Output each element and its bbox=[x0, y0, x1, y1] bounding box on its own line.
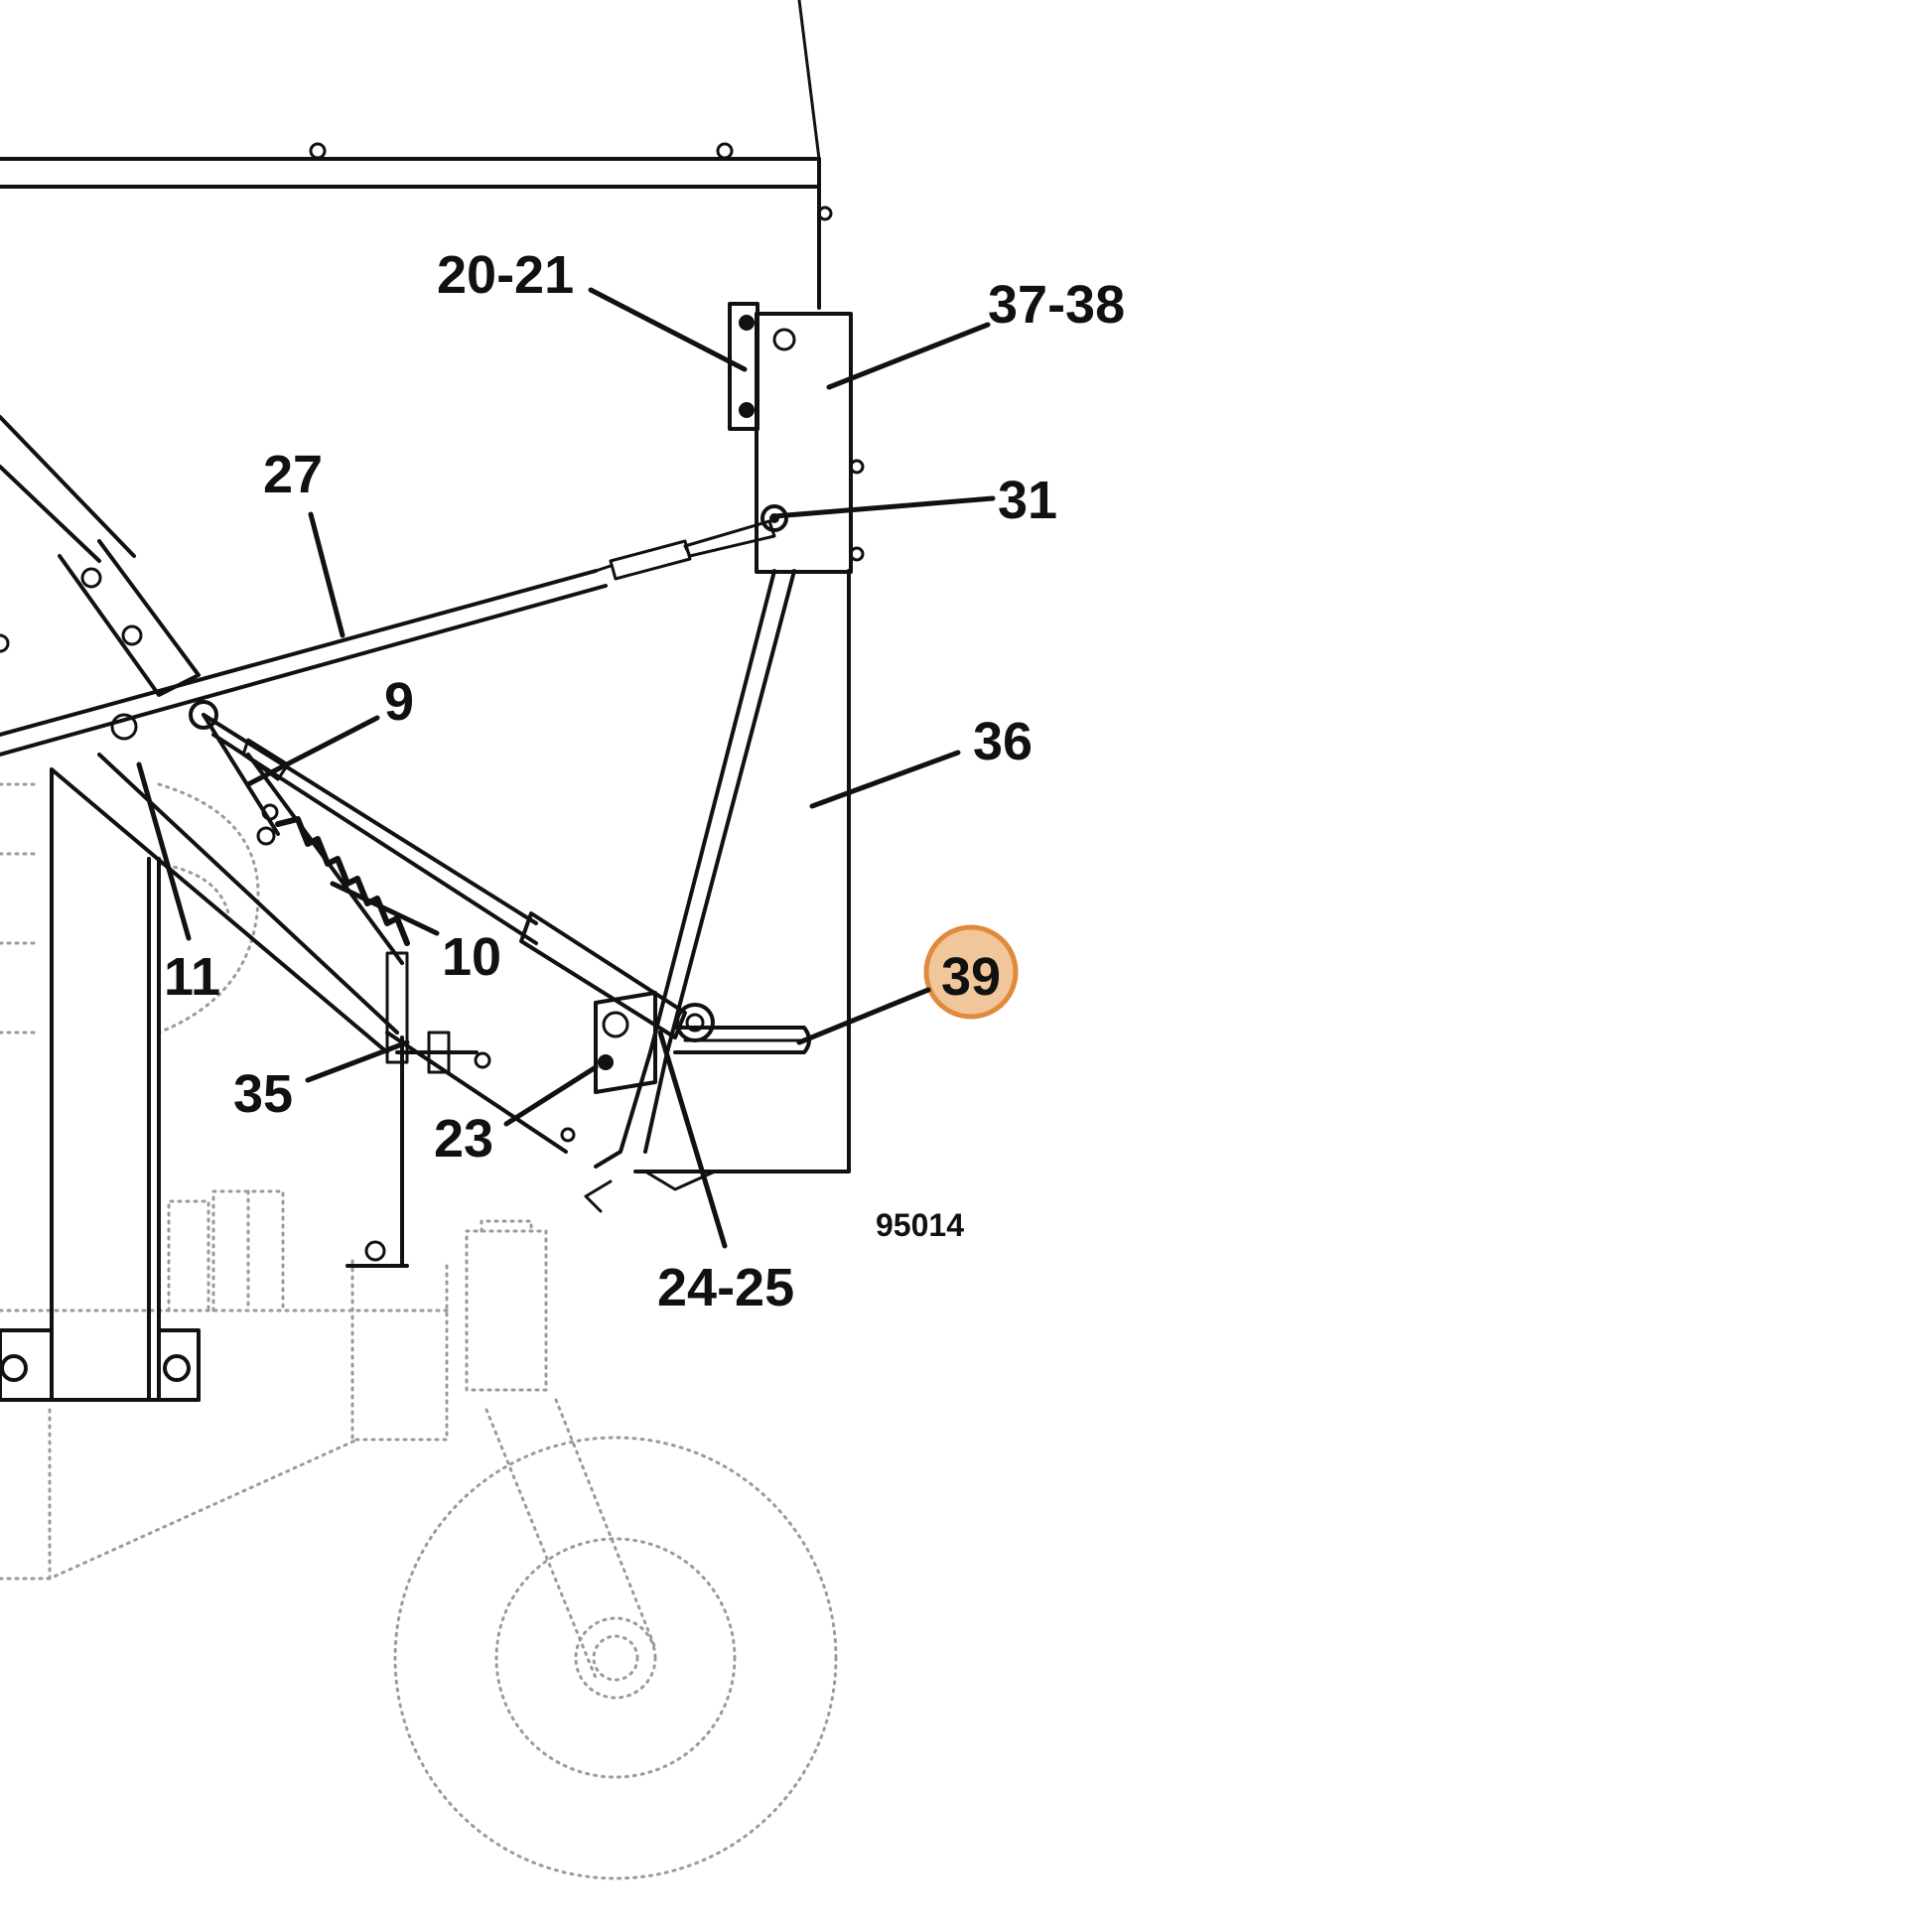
callout-36[interactable]: 36 bbox=[973, 712, 1033, 771]
ghost-wheel-assembly bbox=[0, 782, 838, 1880]
callout-10[interactable]: 10 bbox=[442, 927, 501, 987]
drawing-number: 95014 bbox=[876, 1207, 964, 1243]
highlight-marker-39 bbox=[923, 924, 1019, 1020]
callout-labels: 20-21 37-38 27 31 9 36 10 11 39 35 23 24… bbox=[164, 245, 1125, 1317]
callout-39[interactable]: 39 bbox=[941, 947, 1001, 1007]
callout-35[interactable]: 35 bbox=[233, 1064, 293, 1124]
callout-11[interactable]: 11 bbox=[164, 947, 220, 1007]
callout-24-25[interactable]: 24-25 bbox=[657, 1258, 794, 1317]
frame-structure bbox=[0, 0, 865, 1402]
callout-9[interactable]: 9 bbox=[384, 672, 414, 732]
leader-lines bbox=[136, 287, 996, 1249]
callout-37-38[interactable]: 37-38 bbox=[988, 275, 1125, 335]
callout-31[interactable]: 31 bbox=[998, 471, 1057, 530]
callout-23[interactable]: 23 bbox=[434, 1109, 493, 1169]
callout-27[interactable]: 27 bbox=[263, 445, 323, 504]
callout-20-21[interactable]: 20-21 bbox=[437, 245, 574, 305]
